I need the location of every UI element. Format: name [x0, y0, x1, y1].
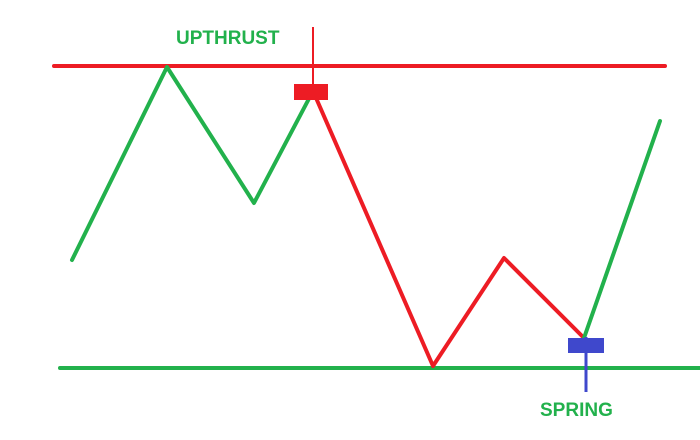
spring-candle-body: [568, 338, 604, 353]
upthrust-label: UPTHRUST: [176, 28, 280, 49]
price-path-rising-right: [582, 119, 662, 340]
price-path-rising-left: [70, 65, 315, 262]
spring-candle: [568, 337, 604, 392]
upthrust-candle-body: [294, 84, 328, 100]
spring-label: SPRING: [540, 400, 613, 421]
price-path-falling: [311, 89, 586, 368]
upthrust-candle: [294, 27, 328, 100]
